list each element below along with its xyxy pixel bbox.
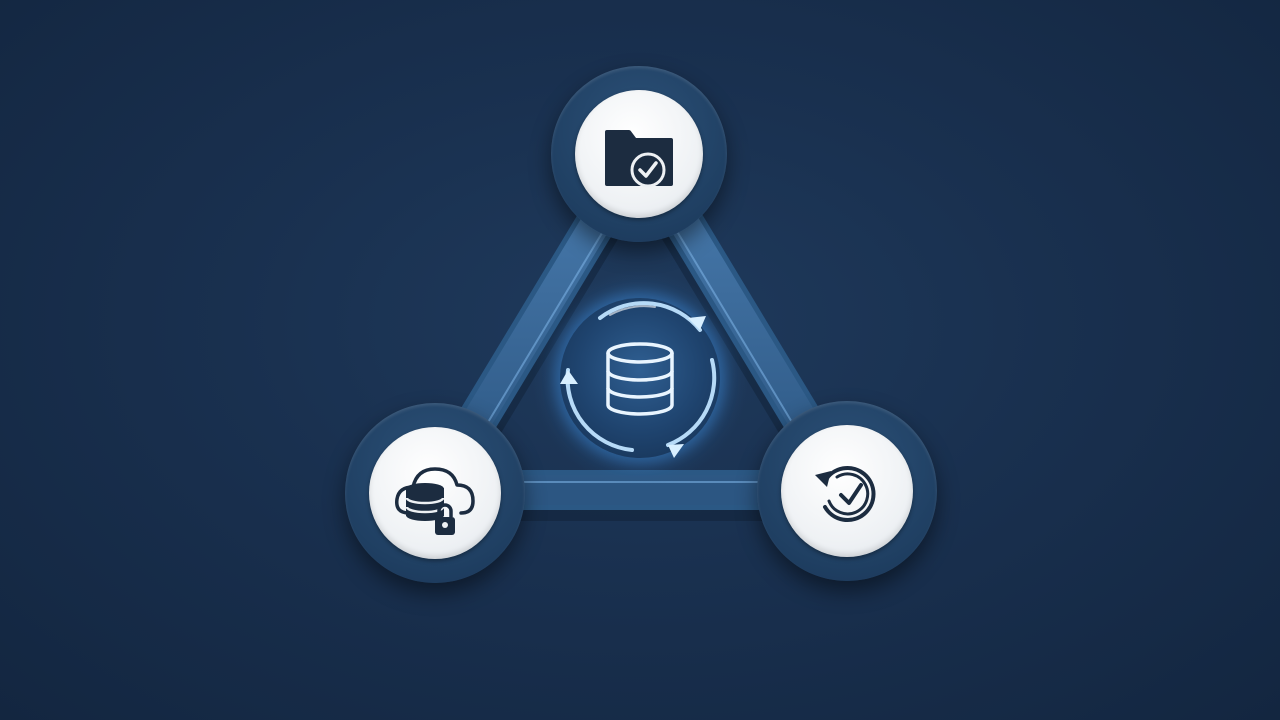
sync-arrowheads: [560, 316, 706, 458]
node-bottom-left-face: [369, 427, 501, 559]
node-top: [551, 66, 727, 242]
restore-clock-icon: [815, 466, 876, 522]
database-icon: [606, 342, 674, 416]
node-top-face: [575, 90, 703, 218]
folder-check-icon: [605, 130, 673, 188]
center-hub: [532, 270, 748, 486]
cloud-database-lock-icon: [395, 467, 475, 535]
node-bottom-left: [345, 403, 525, 583]
node-bottom-right-face: [781, 425, 913, 557]
triangle-connector: [412, 130, 868, 521]
node-bottom-right: [757, 401, 937, 581]
